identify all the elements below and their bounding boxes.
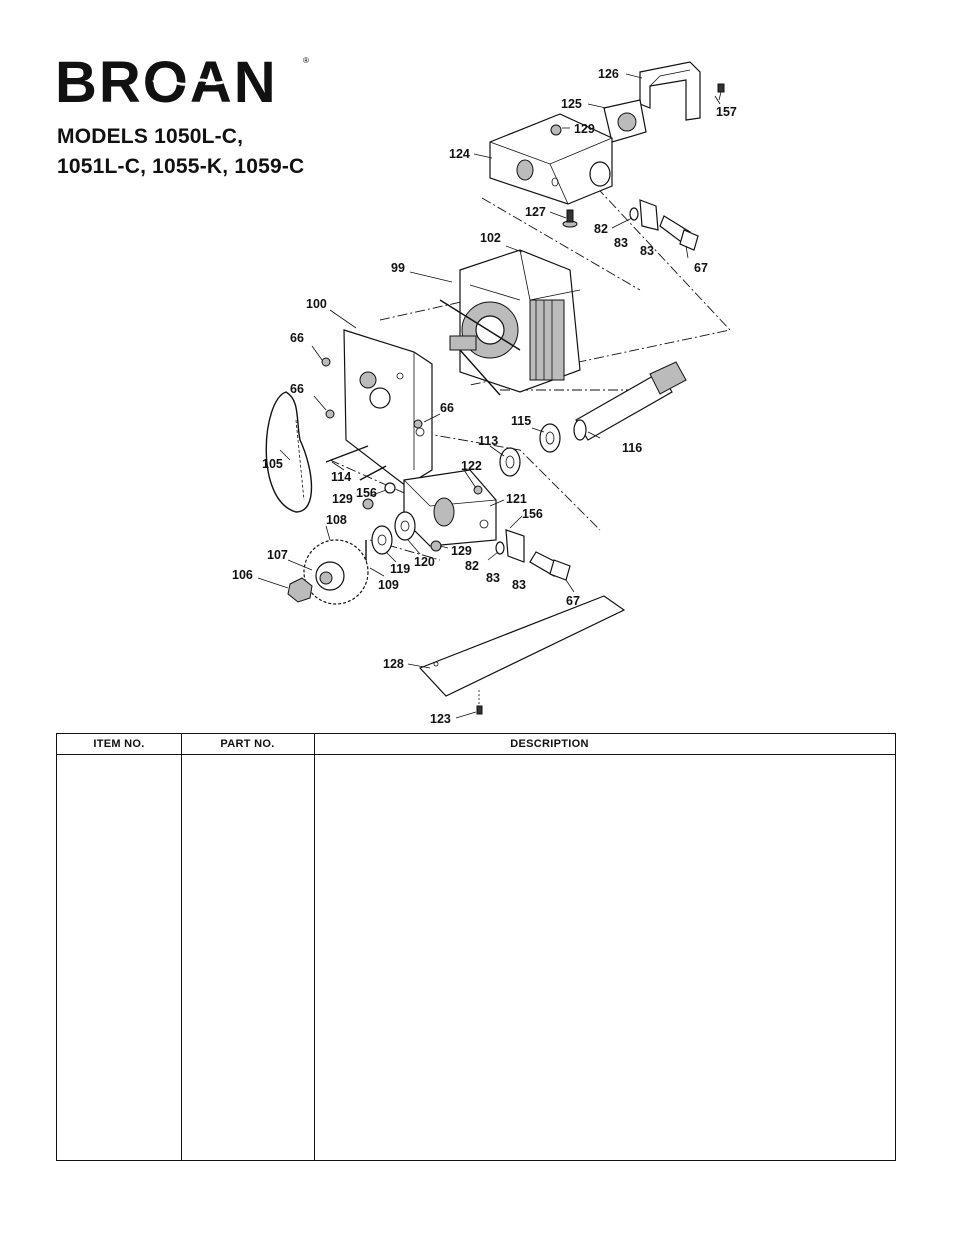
callout-115: 115 xyxy=(511,414,531,428)
callout-116: 116 xyxy=(622,441,642,455)
header-item-no: ITEM NO. xyxy=(93,738,145,750)
part-113-washer xyxy=(499,447,521,477)
broan-logo: BROAN xyxy=(55,52,276,108)
part-128-cover-plate xyxy=(418,595,626,697)
part-106-nut xyxy=(287,577,313,603)
part-119-120-washers xyxy=(371,511,416,555)
callout-120: 120 xyxy=(414,555,435,569)
callout-82: 82 xyxy=(594,222,608,236)
callout-83: 83 xyxy=(512,578,526,592)
part-67-bolt-lower xyxy=(529,551,571,581)
callout-67: 67 xyxy=(566,594,580,608)
callout-83: 83 xyxy=(640,244,654,258)
callout-67: 67 xyxy=(694,261,708,275)
header-part-no: PART NO. xyxy=(220,738,275,750)
parts-table: ITEM NO. PART NO. DESCRIPTION xyxy=(56,733,896,1161)
registered-mark: ® xyxy=(303,56,309,65)
callout-129: 129 xyxy=(574,122,595,136)
part-129-nut-a xyxy=(362,498,374,510)
callout-129: 129 xyxy=(332,492,353,506)
exploded-parts-diagram: 126 125 157 129 124 127 82 83 83 67 102 … xyxy=(232,61,737,726)
part-126-bracket xyxy=(639,61,701,121)
column-item-no xyxy=(57,734,182,1160)
callout-113: 113 xyxy=(478,434,498,448)
callout-126: 126 xyxy=(598,67,619,81)
part-105-chain xyxy=(265,391,313,513)
callout-99: 99 xyxy=(391,261,405,275)
leader-lines xyxy=(257,73,721,719)
callout-109: 109 xyxy=(378,578,399,592)
callout-119: 119 xyxy=(390,562,410,576)
callout-122: 122 xyxy=(461,459,482,473)
callout-66: 66 xyxy=(290,331,304,345)
callout-66: 66 xyxy=(290,382,304,396)
callout-107: 107 xyxy=(267,548,288,562)
part-123-screw xyxy=(476,690,483,715)
part-99-102-motor xyxy=(439,249,581,396)
callout-83: 83 xyxy=(486,571,500,585)
callout-129: 129 xyxy=(451,544,472,558)
callout-100: 100 xyxy=(306,297,327,311)
callout-156: 156 xyxy=(356,486,377,500)
callout-labels: 126 125 157 129 124 127 82 83 83 67 102 … xyxy=(232,67,737,726)
callout-114: 114 xyxy=(331,470,351,484)
part-116-shaft xyxy=(573,361,687,441)
part-66-nut-c xyxy=(413,419,423,429)
part-124-gearbox xyxy=(489,113,613,205)
callout-102: 102 xyxy=(480,231,501,245)
part-66-nut-a xyxy=(321,357,331,367)
callout-105: 105 xyxy=(262,457,283,471)
part-108-sprocket xyxy=(303,539,369,605)
part-129-nut-top xyxy=(550,124,562,136)
part-114-screws xyxy=(325,445,387,481)
part-67-bolt-top xyxy=(659,215,699,251)
part-127-screw xyxy=(562,209,578,228)
callout-156: 156 xyxy=(522,507,543,521)
callout-124: 124 xyxy=(449,147,470,161)
callout-106: 106 xyxy=(232,568,253,582)
models-title: MODELS 1050L-C, 1051L-C, 1055-K, 1059-C xyxy=(57,122,304,182)
callout-127: 127 xyxy=(525,205,546,219)
header-description: DESCRIPTION xyxy=(510,738,589,750)
part-125-housing xyxy=(603,99,647,143)
part-66-nut-b xyxy=(325,409,335,419)
callout-157: 157 xyxy=(716,105,737,119)
part-82-83-washers-top xyxy=(629,199,659,231)
part-129-nut-b xyxy=(430,540,442,552)
models-line-1: MODELS 1050L-C, xyxy=(57,125,244,148)
logo-wave xyxy=(152,78,224,86)
part-121-bracket xyxy=(403,469,497,547)
callout-108: 108 xyxy=(326,513,347,527)
part-82-83-washers-lower xyxy=(495,529,525,563)
table-header: ITEM NO. PART NO. DESCRIPTION xyxy=(57,734,895,755)
callout-128: 128 xyxy=(383,657,404,671)
part-157-screw xyxy=(717,83,725,101)
callout-123: 123 xyxy=(430,712,451,726)
column-part-no xyxy=(181,734,315,1160)
part-100-side-plate xyxy=(343,329,433,487)
part-115-washer xyxy=(539,423,561,453)
callout-83: 83 xyxy=(614,236,628,250)
callout-125: 125 xyxy=(561,97,582,111)
models-line-2: 1051L-C, 1055-K, 1059-C xyxy=(57,155,305,178)
callout-121: 121 xyxy=(506,492,527,506)
callout-66: 66 xyxy=(440,401,454,415)
callout-82: 82 xyxy=(465,559,479,573)
part-156-screw-a xyxy=(384,482,396,494)
